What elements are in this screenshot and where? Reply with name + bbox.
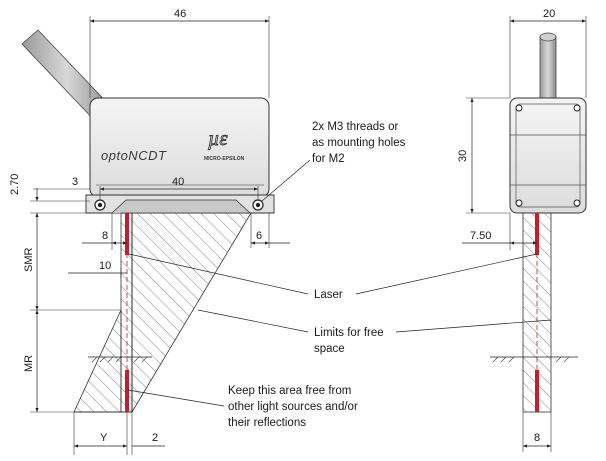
logo-text: MICRO-EPSILON — [204, 156, 245, 162]
dim-gap-2: 2 — [132, 432, 165, 447]
dim-height-2-70-label: 2.70 — [9, 174, 21, 195]
keep-free-text-line2: other light sources and/or — [228, 401, 358, 413]
annotation-limits: Limits for free space — [197, 309, 552, 355]
micro-epsilon-logo: µε MICRO-EPSILON — [204, 128, 245, 162]
dim-width-46: 46 — [89, 8, 270, 98]
dim-beam-offset-10: 10 — [68, 260, 127, 278]
side-view: 20 30 7.50 — [457, 8, 587, 452]
threads-text-line3: for M2 — [312, 153, 345, 165]
dim-beam-offset-8-label: 8 — [102, 230, 108, 242]
dim-side-area-8: 8 — [522, 412, 552, 452]
annotation-laser: Laser — [128, 253, 538, 301]
mounting-hole-right — [252, 199, 264, 211]
dim-hole-spacing-40: 40 — [99, 176, 259, 200]
dim-mr-label: MR — [23, 355, 35, 372]
dim-smr: SMR — [23, 213, 121, 311]
laser-text: Laser — [314, 289, 343, 301]
dim-gap-2-label: 2 — [152, 432, 158, 444]
sensor-housing: optoNCDT µε MICRO-EPSILON — [85, 97, 275, 214]
free-space-area — [73, 212, 252, 414]
front-view: optoNCDT µε MICRO-EPSILON 46 40 3 — [9, 8, 290, 455]
dim-edge-6: 6 — [250, 213, 290, 248]
dim-beam-offset-10-label: 10 — [99, 260, 111, 272]
dim-mr: MR — [23, 310, 74, 413]
ground-reference — [88, 356, 152, 363]
dim-side-height-30: 30 — [457, 97, 510, 214]
dim-hole-spacing-40-label: 40 — [172, 176, 184, 188]
keep-free-text-line1: Keep this area free from — [228, 385, 351, 397]
annotation-threads: 2x M3 threads or as mounting holes for M… — [261, 121, 406, 202]
dim-beam-offset-8: 8 — [82, 213, 127, 250]
keep-free-text-line3: their reflections — [228, 417, 306, 429]
dim-hole-offset-3: 3 — [33, 176, 90, 190]
dim-side-area-8-label: 8 — [534, 432, 540, 444]
annotation-keep-free: Keep this area free from other light sou… — [127, 385, 358, 429]
logo-mark: µε — [208, 128, 228, 150]
dim-width-46-label: 46 — [174, 8, 186, 20]
dim-height-2-70: 2.70 — [9, 174, 112, 214]
dim-hole-offset-3-label: 3 — [72, 176, 78, 188]
dim-side-width-20-label: 20 — [543, 8, 555, 20]
limits-text-line1: Limits for free — [314, 327, 384, 339]
dim-side-height-30-label: 30 — [457, 150, 469, 162]
side-housing — [509, 97, 587, 214]
mounting-hole-left — [94, 199, 106, 211]
sensor-brand-text: optoNCDT — [101, 148, 167, 163]
threads-text-line2: as mounting holes — [312, 137, 406, 149]
dim-y-label: Y — [100, 432, 108, 444]
threads-text-line1: 2x M3 threads or — [312, 121, 398, 133]
laser-beam — [125, 213, 129, 412]
dim-y: Y — [73, 412, 133, 455]
side-free-space — [522, 212, 552, 413]
dim-side-beam-7-50-label: 7.50 — [470, 230, 491, 242]
dim-edge-6-label: 6 — [256, 230, 262, 242]
dim-side-beam-7-50: 7.50 — [462, 213, 537, 250]
dim-smr-label: SMR — [23, 248, 35, 273]
side-ground-reference — [490, 356, 578, 363]
limits-text-line2: space — [314, 343, 345, 355]
dim-side-width-20: 20 — [509, 8, 587, 98]
